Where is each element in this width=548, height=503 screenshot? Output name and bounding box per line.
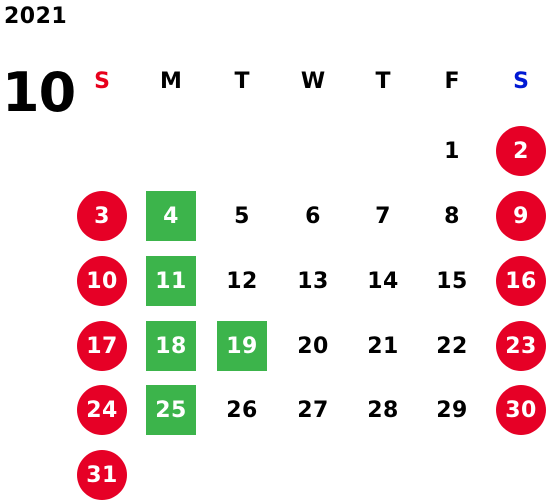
day-cell[interactable]: 14 <box>367 268 399 294</box>
weekday-header: T <box>375 68 391 94</box>
day-cell[interactable]: 24 <box>77 385 127 435</box>
day-cell[interactable]: 11 <box>146 256 196 306</box>
day-cell[interactable]: 28 <box>367 397 399 423</box>
month-number: 10 <box>2 61 76 124</box>
day-cell[interactable]: 8 <box>444 203 460 229</box>
day-cell[interactable]: 1 <box>444 138 460 164</box>
year-label: 2021 <box>4 4 68 29</box>
day-cell[interactable]: 9 <box>496 191 546 241</box>
day-cell[interactable]: 18 <box>146 321 196 371</box>
day-cell[interactable]: 27 <box>297 397 329 423</box>
day-cell[interactable]: 21 <box>367 333 399 359</box>
day-cell[interactable]: 16 <box>496 256 546 306</box>
day-cell[interactable]: 13 <box>297 268 329 294</box>
day-cell[interactable]: 6 <box>305 203 321 229</box>
day-cell[interactable]: 7 <box>375 203 391 229</box>
weekday-header: T <box>234 68 250 94</box>
day-cell[interactable]: 30 <box>496 385 546 435</box>
weekday-header: W <box>300 68 326 94</box>
weekday-header: S <box>94 68 110 94</box>
weekday-header: S <box>513 68 529 94</box>
day-cell[interactable]: 12 <box>226 268 258 294</box>
day-cell[interactable]: 4 <box>146 191 196 241</box>
day-cell[interactable]: 29 <box>436 397 468 423</box>
day-cell[interactable]: 10 <box>77 256 127 306</box>
day-cell[interactable]: 15 <box>436 268 468 294</box>
day-cell[interactable]: 5 <box>234 203 250 229</box>
day-cell[interactable]: 17 <box>77 321 127 371</box>
day-cell[interactable]: 22 <box>436 333 468 359</box>
day-cell[interactable]: 25 <box>146 385 196 435</box>
day-cell[interactable]: 3 <box>77 191 127 241</box>
day-cell[interactable]: 23 <box>496 321 546 371</box>
day-cell[interactable]: 20 <box>297 333 329 359</box>
day-cell[interactable]: 19 <box>217 321 267 371</box>
day-cell[interactable]: 2 <box>496 126 546 176</box>
weekday-header: F <box>444 68 460 94</box>
day-cell[interactable]: 31 <box>77 450 127 500</box>
weekday-header: M <box>160 68 182 94</box>
day-cell[interactable]: 26 <box>226 397 258 423</box>
